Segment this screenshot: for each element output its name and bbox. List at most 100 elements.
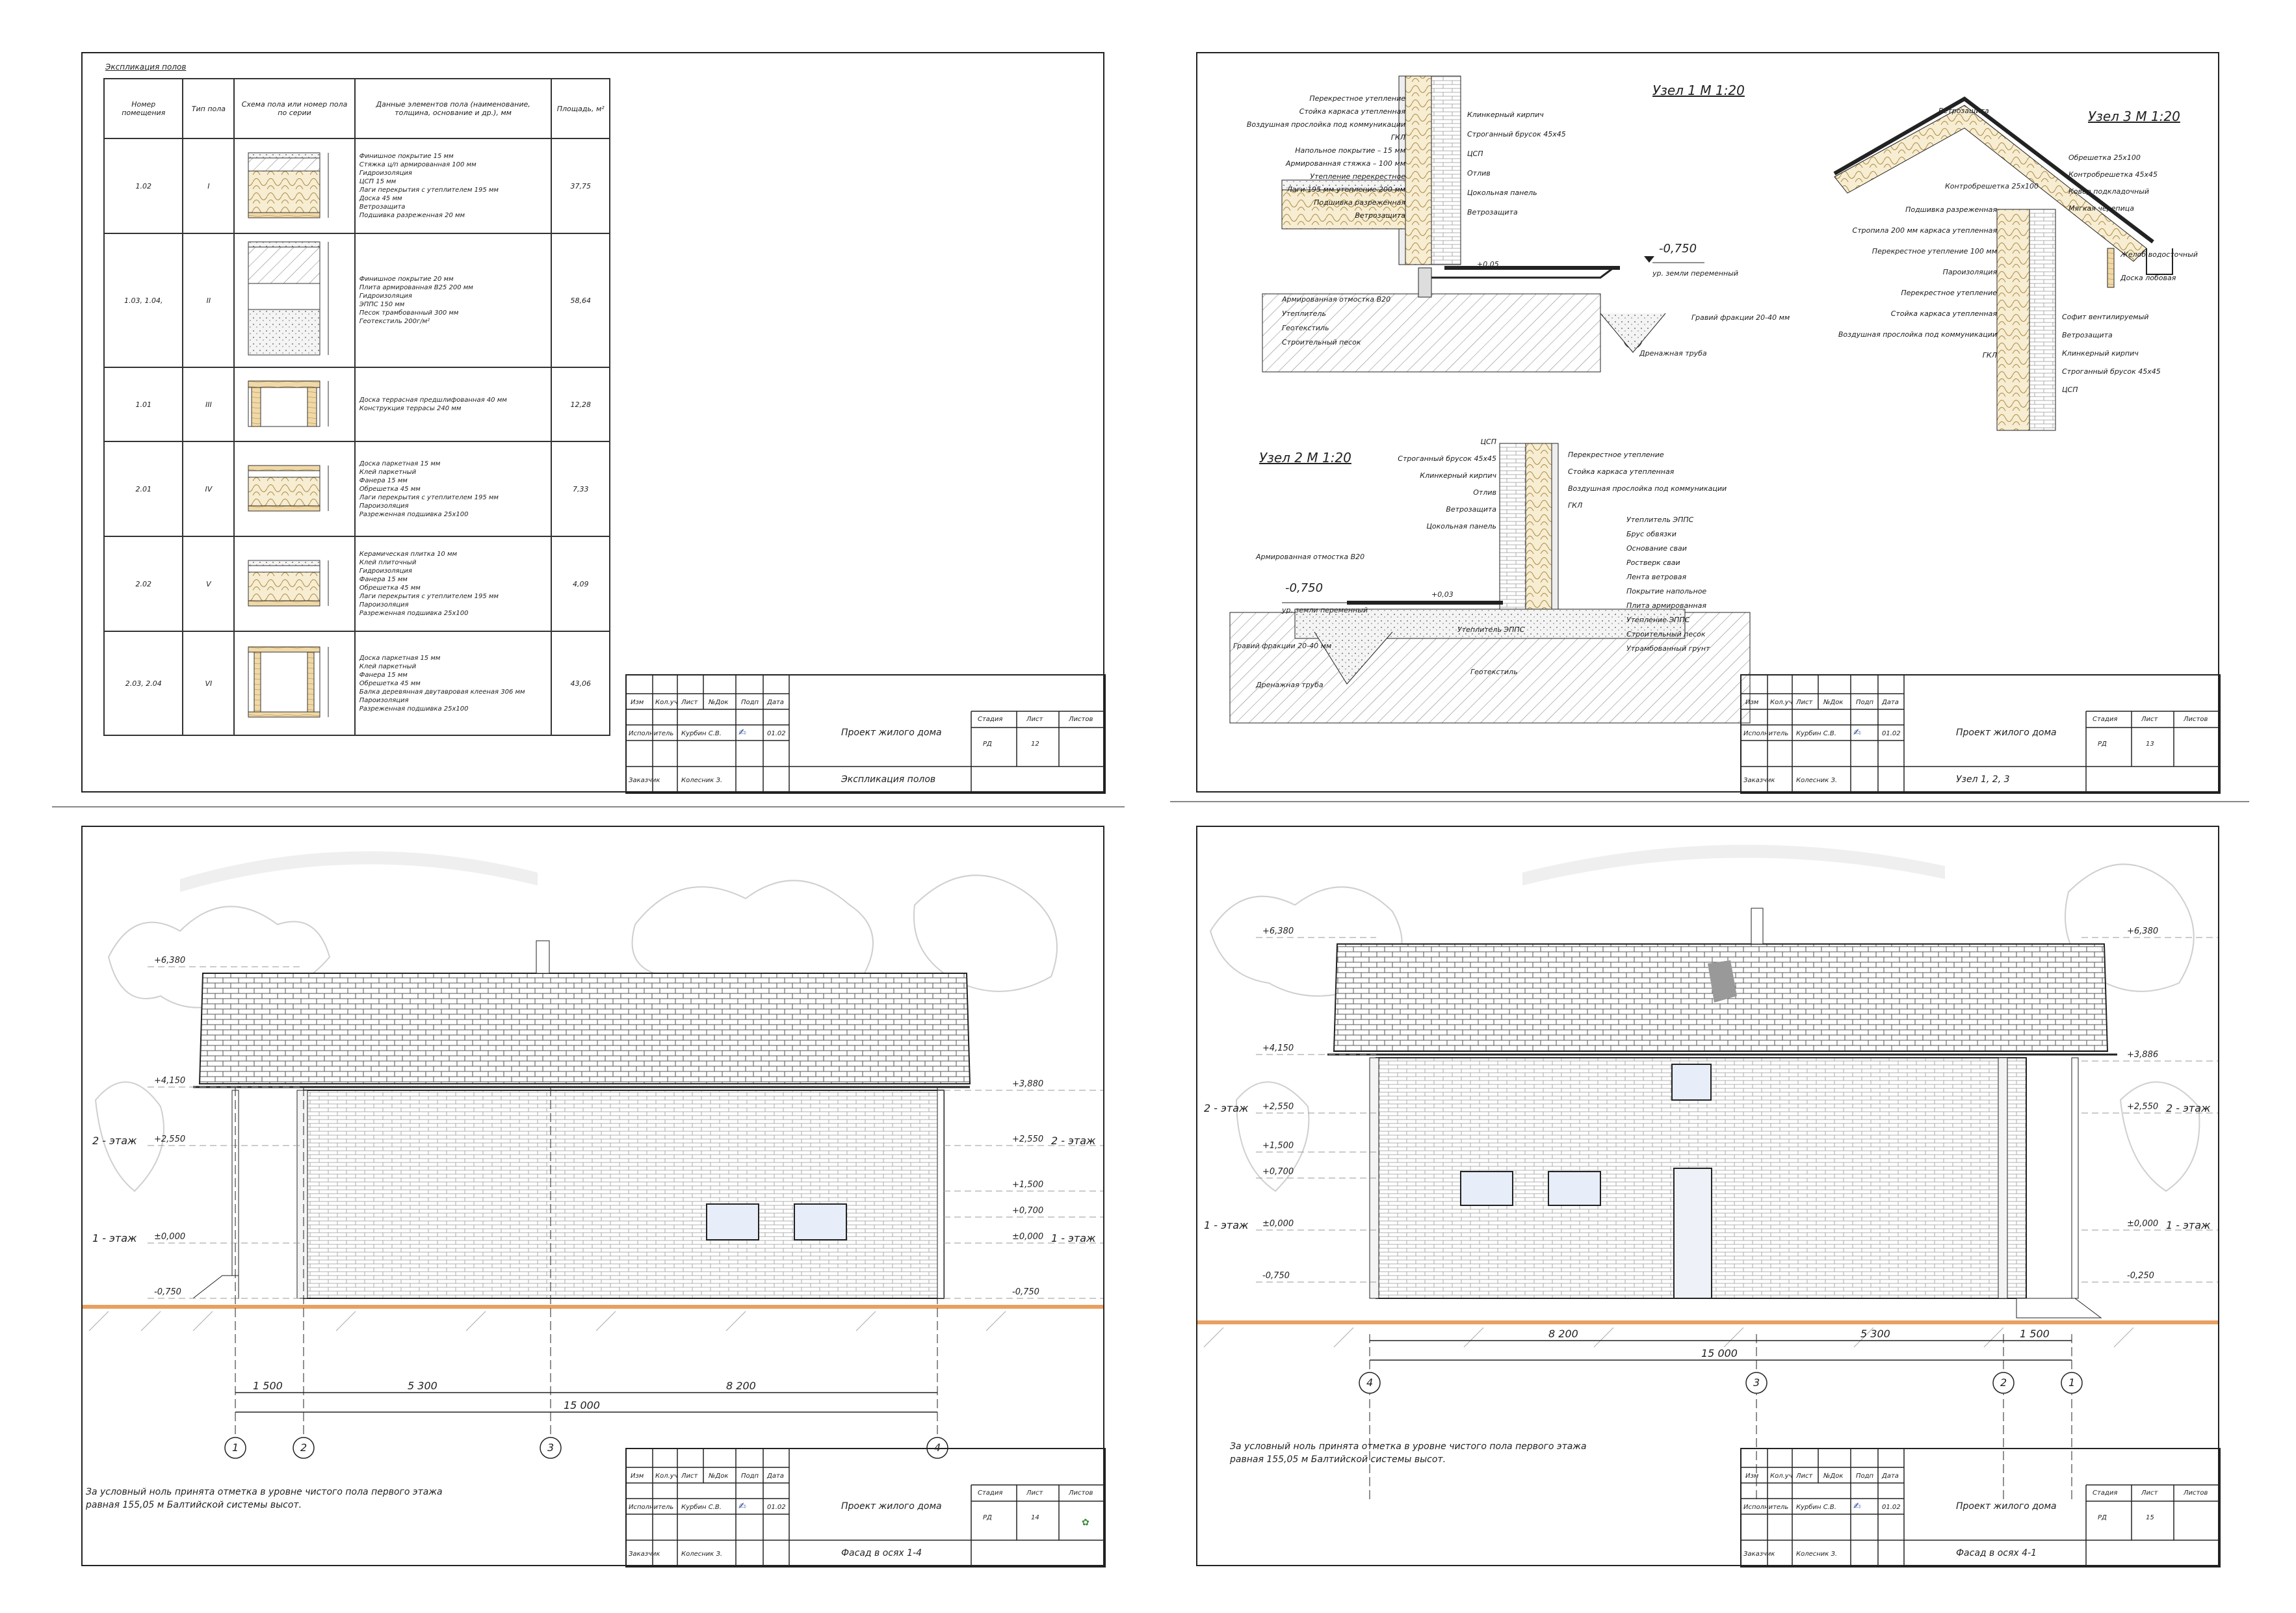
node-2-title: Узел 2 М 1:20: [1259, 450, 1351, 466]
level-r-2550: +2,550: [1012, 1134, 1044, 1144]
room-number: 1.03, 1.04,: [103, 233, 184, 368]
dim-1500: 1 500: [2020, 1328, 2050, 1340]
stamp-name-client: Колесник З.: [1796, 1551, 1838, 1558]
title-block-12: Изм Кол.уч Лист №Док Подп Дата Исполните…: [625, 674, 1106, 794]
node-2-detail: [1229, 443, 1751, 724]
stamp-h-ndok: №Док: [1823, 1473, 1844, 1480]
n2-under-geotextile: Геотекстиль: [1470, 668, 1518, 676]
header-scheme: Схема пола или номер пола по серии: [233, 78, 356, 139]
brick-wall: [303, 1090, 945, 1299]
level-r-m0250: -0,250: [2127, 1271, 2154, 1281]
stamp-h-listov: Листов: [1069, 716, 1093, 723]
n3-right-labels: Обрешетка 25х100 Контробрешетка 45х45 Ко…: [2068, 153, 2158, 213]
sheet-14-facade-1-4: +6,380 +4,150 +2,550 ±0,000 -0,750 2 - э…: [81, 826, 1106, 1567]
stamp-h-list: Лист: [681, 699, 698, 706]
dim-8200: 8 200: [1548, 1328, 1578, 1340]
stamp-role-author: Исполнитель: [629, 730, 674, 737]
sheet-12-floor-explication: Экспликация полов Номер помещения Тип по…: [81, 52, 1106, 794]
stamp-sheet-title: Фасад в осях 1-4: [841, 1548, 922, 1558]
stamp-h-list: Лист: [1796, 699, 1813, 706]
floor-type: II: [182, 233, 235, 368]
room-area: 43,06: [551, 631, 610, 736]
n1-bottom-labels: Армированная отмостка В20 Утеплитель Гео…: [1282, 295, 1391, 347]
leaf-icon: ✿: [1082, 1517, 1089, 1528]
stamp-role-client: Заказчик: [1743, 777, 1775, 784]
stamp-h-podp: Подп: [741, 699, 759, 706]
stamp-h-izm: Изм: [1745, 699, 1759, 706]
explication-table: Номер помещения Тип пола Схема пола или …: [103, 78, 610, 736]
stamp-project: Проект жилого дома: [1956, 728, 2057, 738]
stamp-sheet-title: Фасад в осях 4-1: [1956, 1548, 2037, 1558]
axis-1: 1: [2068, 1376, 2076, 1389]
level-l-2550: +2,550: [154, 1134, 186, 1144]
roof-shingle: [198, 973, 971, 1084]
level-l-4150: +4,150: [154, 1076, 186, 1086]
n1-right-labels: Клинкерный кирпич Строганный брусок 45х4…: [1467, 111, 1566, 216]
chimney: [536, 940, 550, 974]
stamp-h-data: Дата: [767, 1473, 784, 1480]
stamp-sheet-number: 12: [1031, 741, 1039, 748]
stamp-stadia: РД: [983, 1514, 992, 1521]
stamp-stadia: РД: [2098, 741, 2107, 748]
n1-level-mark: [1644, 256, 1654, 263]
facade-1-4-drawing: [83, 851, 1103, 1459]
stamp-h-listov: Листов: [2184, 1489, 2208, 1497]
floor-type: V: [182, 536, 235, 632]
level-l-0000: ±0,000: [1262, 1219, 1294, 1229]
axis-lines: [235, 1087, 938, 1435]
level-r-0000: ±0,000: [1012, 1232, 1044, 1242]
entry-steps: [2016, 1298, 2102, 1318]
cloud: [1522, 845, 1945, 885]
stamp-sheet-title: Узел 1, 2, 3: [1956, 774, 2010, 785]
stamp-date: 01.02: [767, 730, 786, 737]
cloud: [180, 851, 538, 892]
node-3-title: Узел 3 М 1:20: [2088, 109, 2180, 124]
stamp-h-stadia: Стадия: [978, 716, 1003, 723]
stamp-name-client: Колесник З.: [681, 1551, 723, 1558]
n3-rafter-insulation: [1834, 105, 2147, 262]
axis-bubbles: [1359, 1372, 2083, 1394]
n1-level-note: ур. земли переменный: [1652, 269, 1739, 278]
n2-gravel-label: Гравий фракции 20-40 мм: [1233, 642, 1332, 650]
n3-fascia: [2107, 248, 2115, 288]
sheet-divider-horizontal: [52, 806, 1125, 807]
floor-scheme: [233, 536, 356, 632]
stamp-h-list2: Лист: [2141, 716, 2158, 723]
axis-3: 3: [1753, 1376, 1760, 1389]
signature-icon: ✍: [738, 1501, 746, 1512]
n3-roof-shingle: [1833, 96, 2154, 244]
level-l-0000: ±0,000: [154, 1232, 186, 1242]
signature-icon: ✍: [1853, 728, 1861, 738]
title-block-13: Изм Кол.уч Лист №Док Подп Дата Исполните…: [1740, 674, 2221, 794]
stamp-sheet-title: Экспликация полов: [841, 774, 936, 785]
stamp-h-listov: Листов: [1069, 1489, 1093, 1497]
stamp-h-data: Дата: [1882, 1473, 1899, 1480]
stamp-h-data: Дата: [767, 699, 784, 706]
floor2-right: 2 - этаж: [2166, 1102, 2211, 1114]
n1-gravel-trench: [1600, 313, 1666, 353]
n2-right-labels: Перекрестное утепление Стойка каркаса ут…: [1568, 451, 1727, 510]
n3-right-labels-3: Софит вентилируемый Ветрозащита Клинкерн…: [2062, 313, 2161, 394]
floor1-right: 1 - этаж: [1051, 1232, 1096, 1244]
stamp-h-stadia: Стадия: [2093, 716, 2118, 723]
room-area: 37,75: [551, 138, 610, 234]
stamp-h-list2: Лист: [2141, 1489, 2158, 1497]
n2-under-eppс: Утеплитель ЭППС: [1457, 625, 1525, 634]
stamp-name-author: Курбин С.В.: [1796, 730, 1836, 737]
stamp-h-listov: Листов: [2184, 716, 2208, 723]
level-l-0700: +0,700: [1262, 1167, 1294, 1177]
level-lines: [148, 966, 1103, 1299]
stamp-h-ndok: №Док: [1823, 699, 1844, 706]
stamp-h-ndok: №Док: [709, 699, 729, 706]
level-l-m0750: -0,750: [154, 1287, 181, 1297]
n2-level-value: -0,750: [1285, 581, 1324, 595]
n1-socle-panel: [1418, 267, 1432, 298]
stamp-name-client: Колесник З.: [1796, 777, 1838, 784]
stamp-h-izm: Изм: [631, 1473, 644, 1480]
stamp-h-ndok: №Док: [709, 1473, 729, 1480]
n3-counter-batten-label: Контробрешетка 25х100: [1945, 182, 2039, 190]
